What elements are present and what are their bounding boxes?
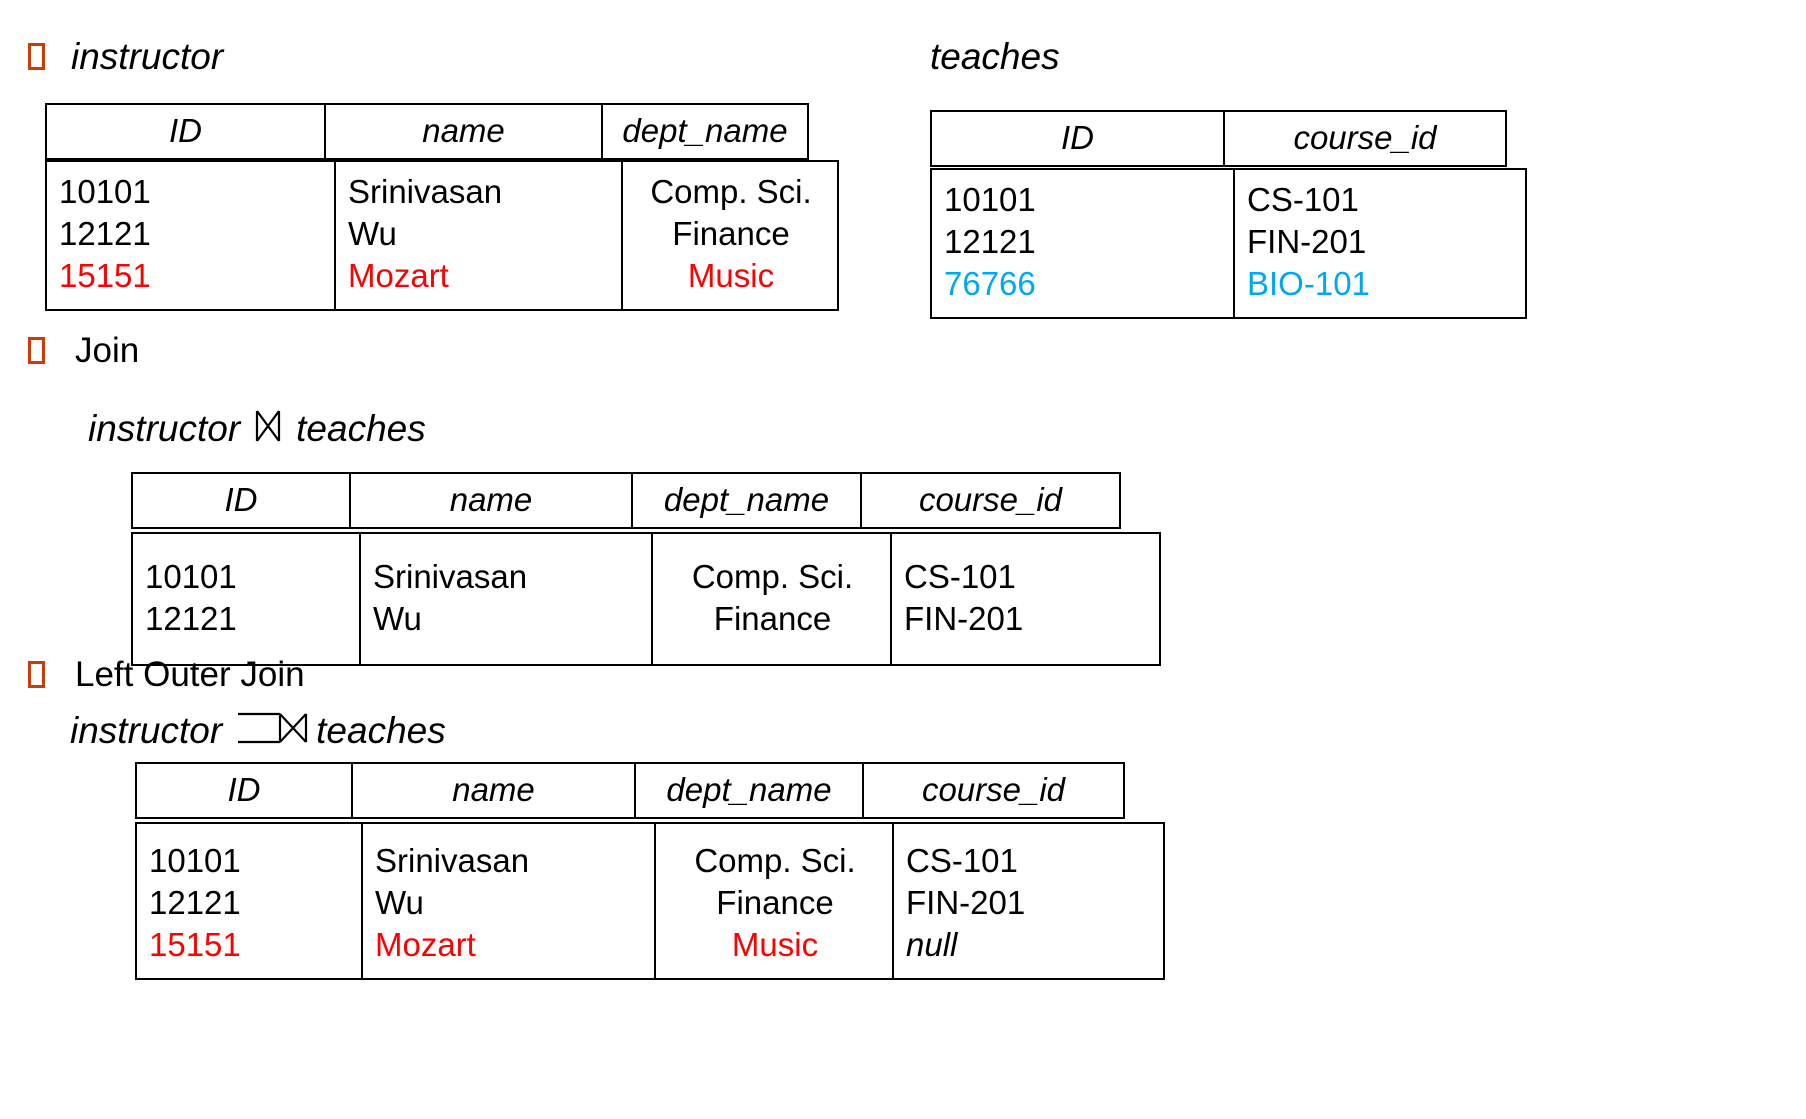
bullet-label-join: Join — [75, 331, 140, 370]
cell-dept-name: Comp. Sci. Finance Music — [654, 822, 894, 980]
cell-name: Srinivasan Wu Mozart — [361, 822, 656, 980]
join-body-table: 10101 12121 Srinivasan Wu Comp. Sci. Fin… — [131, 531, 1161, 667]
expression-natural-join: instructor teaches — [88, 408, 426, 449]
cell-line: FIN-201 — [904, 600, 1024, 638]
expression-left-relation: instructor — [88, 408, 241, 449]
column-header-name: name — [349, 472, 633, 529]
table-row: 10101 12121 Srinivasan Wu Comp. Sci. Fin… — [131, 531, 1161, 667]
column-header-id: ID — [135, 762, 353, 819]
cell-line: Wu — [375, 884, 424, 922]
instructor-header-table: ID name dept_name — [45, 103, 809, 160]
left-outer-join-bowtie-icon — [234, 703, 312, 758]
missing-glyph-box-icon — [28, 43, 45, 70]
expression-right-relation: teaches — [296, 408, 426, 449]
cell-dept-name: Comp. Sci. Finance Music — [621, 160, 839, 311]
cell-line: Music — [731, 926, 819, 964]
cell-line: FIN-201 — [1247, 223, 1367, 261]
cell-line: Srinivasan — [375, 842, 530, 879]
cell-name: Srinivasan Wu Mozart — [334, 160, 623, 311]
expression-right-relation: teaches — [316, 710, 446, 751]
cell-id: 10101 12121 15151 — [135, 822, 363, 980]
bullet-row-left-outer-join: Left Outer Join — [28, 657, 305, 692]
cell-dept-name: Comp. Sci. Finance — [651, 531, 892, 667]
instructor-body-table: 10101 12121 15151 Srinivasan Wu Mozart C… — [45, 160, 839, 311]
cell-course-id: CS-101 FIN-201 null — [892, 822, 1165, 980]
column-header-name: name — [351, 762, 636, 819]
cell-line: Mozart — [375, 926, 476, 964]
cell-id: 10101 12121 76766 — [930, 168, 1235, 319]
column-header-name: name — [324, 103, 603, 160]
table-header-row: ID name dept_name course_id — [135, 762, 1125, 819]
cell-line: BIO-101 — [1247, 265, 1370, 303]
column-header-dept-name: dept_name — [601, 103, 809, 160]
table-header-row: ID name dept_name — [45, 103, 809, 160]
teaches-header-table: ID course_id — [930, 110, 1507, 167]
missing-glyph-box-icon — [28, 661, 45, 688]
table-row: 10101 12121 76766 CS-101 FIN-201 BIO-101 — [930, 168, 1527, 319]
cell-line: CS-101 — [1247, 181, 1359, 218]
cell-line: Wu — [373, 600, 422, 638]
bullet-label-instructor: instructor — [71, 36, 224, 77]
left-outer-join-header-table: ID name dept_name course_id — [135, 762, 1125, 819]
cell-line: Wu — [348, 215, 397, 253]
column-header-id: ID — [131, 472, 351, 529]
cell-line: 15151 — [59, 257, 151, 295]
cell-course-id: CS-101 FIN-201 BIO-101 — [1233, 168, 1527, 319]
caption-teaches: teaches — [930, 36, 1060, 77]
table-row: 10101 12121 15151 Srinivasan Wu Mozart C… — [135, 822, 1165, 980]
cell-id: 10101 12121 — [131, 531, 361, 667]
cell-id: 10101 12121 15151 — [45, 160, 336, 311]
cell-name: Srinivasan Wu — [359, 531, 653, 667]
cell-line: Finance — [713, 600, 832, 638]
cell-line: Finance — [716, 884, 834, 922]
cell-line: Srinivasan — [373, 558, 528, 595]
cell-line: 15151 — [149, 926, 241, 964]
cell-line: 12121 — [145, 600, 237, 638]
cell-line: 76766 — [944, 265, 1036, 303]
join-header-table: ID name dept_name course_id — [131, 472, 1121, 529]
column-header-dept-name: dept_name — [634, 762, 864, 819]
bullet-row-join: Join — [28, 333, 139, 368]
cell-line: 10101 — [944, 181, 1036, 218]
column-header-course-id: course_id — [860, 472, 1121, 529]
column-header-dept-name: dept_name — [631, 472, 862, 529]
column-header-id: ID — [45, 103, 326, 160]
table-row: 10101 12121 15151 Srinivasan Wu Mozart C… — [45, 160, 839, 311]
cell-line: Mozart — [348, 257, 449, 295]
cell-line: Comp. Sci. — [694, 842, 856, 879]
table-header-row: ID course_id — [930, 110, 1507, 167]
cell-line: Music — [687, 257, 775, 295]
cell-line: 10101 — [145, 558, 237, 595]
cell-line: CS-101 — [904, 558, 1016, 595]
expression-left-relation: instructor — [70, 710, 223, 751]
table-header-row: ID name dept_name course_id — [131, 472, 1121, 529]
cell-line: Comp. Sci. — [650, 173, 812, 210]
cell-line: Finance — [672, 215, 790, 253]
cell-course-id: CS-101 FIN-201 — [890, 531, 1161, 667]
cell-line: Srinivasan — [348, 173, 503, 210]
cell-line-null: null — [906, 926, 958, 964]
bullet-row-instructor: instructor — [28, 38, 223, 75]
cell-line: 12121 — [149, 884, 241, 922]
column-header-course-id: course_id — [862, 762, 1125, 819]
column-header-id: ID — [930, 110, 1225, 167]
natural-join-bowtie-icon — [254, 408, 282, 449]
cell-line: FIN-201 — [906, 884, 1026, 922]
column-header-course-id: course_id — [1223, 110, 1507, 167]
bullet-label-left-outer-join: Left Outer Join — [75, 655, 305, 694]
cell-line: 10101 — [149, 842, 241, 879]
cell-line: 10101 — [59, 173, 151, 210]
missing-glyph-box-icon — [28, 337, 45, 364]
cell-line: 12121 — [944, 223, 1036, 261]
cell-line: 12121 — [59, 215, 151, 253]
expression-left-outer-join: instructor teaches — [70, 703, 446, 758]
left-outer-join-body-table: 10101 12121 15151 Srinivasan Wu Mozart C… — [135, 822, 1165, 980]
cell-line: CS-101 — [906, 842, 1018, 879]
cell-line: Comp. Sci. — [691, 558, 854, 595]
teaches-body-table: 10101 12121 76766 CS-101 FIN-201 BIO-101 — [930, 168, 1527, 319]
